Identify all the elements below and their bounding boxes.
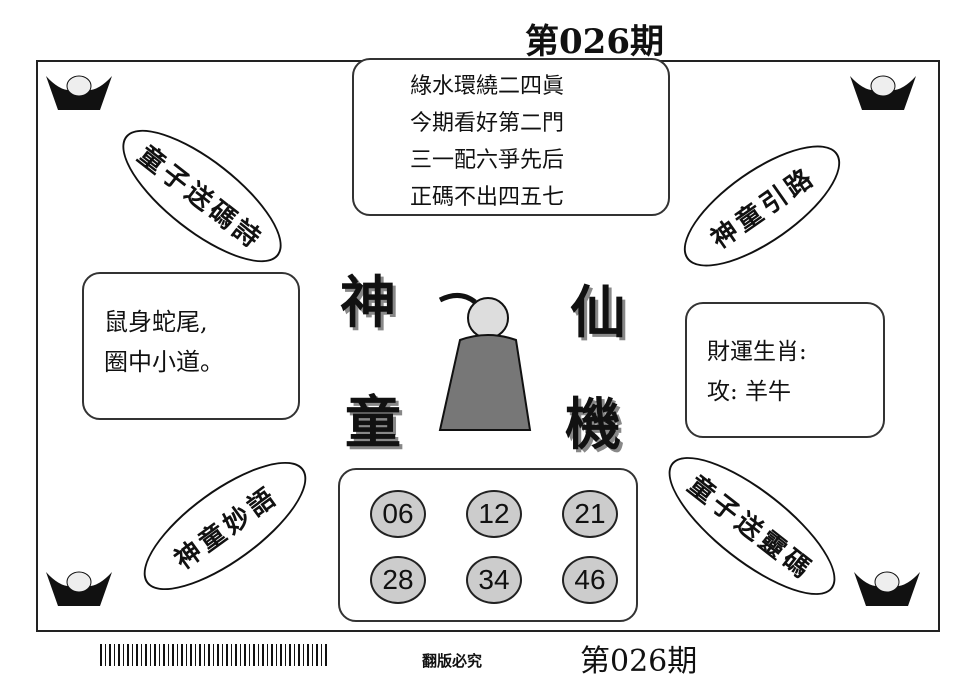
poem-box: 綠水環繞二四眞 今期看好第二門 三一配六爭先后 正碼不出四五七 (352, 58, 670, 216)
poem-line: 三一配六爭先后 (410, 148, 565, 173)
char-ji: 機 (565, 392, 621, 458)
number-ball: 28 (370, 556, 426, 604)
char-shen: 神 (340, 270, 396, 336)
number-ball: 34 (466, 556, 522, 604)
riddle-line: 鼠身蛇尾, (104, 308, 208, 336)
issue-title: 第026期 (525, 22, 664, 62)
number-ball: 21 (562, 490, 618, 538)
number-ball: 46 (562, 556, 618, 604)
poem-line: 正碼不出四五七 (410, 185, 565, 210)
gold-ingot-icon (46, 571, 112, 606)
riddle-line: 圈中小道。 (104, 348, 224, 376)
zodiac-box: 財運生肖: 攻: 羊牛 (685, 302, 885, 438)
gold-ingot-icon (854, 571, 920, 606)
numbers-box: 06 12 21 28 34 46 (338, 468, 638, 622)
riddle-box: 鼠身蛇尾, 圈中小道。 (82, 272, 300, 420)
child-figure-icon (438, 293, 532, 431)
char-tong: 童 (345, 390, 401, 456)
number-ball: 12 (466, 490, 522, 538)
barcode (100, 644, 330, 666)
gold-ingot-icon (46, 75, 112, 110)
zodiac-value: 攻: 羊牛 (707, 379, 792, 405)
gold-ingot-icon (850, 75, 916, 110)
char-xian: 仙 (570, 280, 626, 346)
zodiac-label: 財運生肖: (707, 339, 807, 365)
copyright-warning: 翻版必究 (422, 652, 483, 670)
issue-title-bottom: 第026期 (580, 644, 698, 679)
poem-line: 綠水環繞二四眞 (410, 74, 565, 99)
poem-line: 今期看好第二門 (410, 111, 565, 136)
number-ball: 06 (370, 490, 426, 538)
